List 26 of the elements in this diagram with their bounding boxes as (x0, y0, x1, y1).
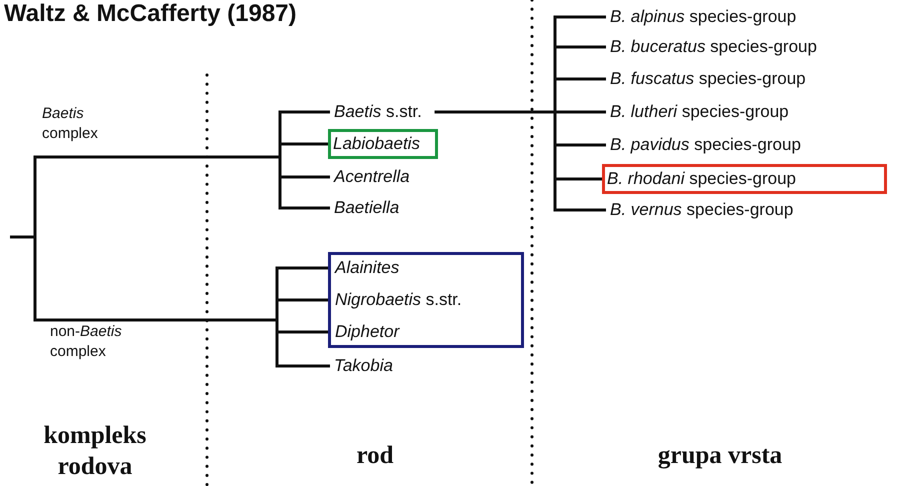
branch-label: Baetis complex (40, 102, 120, 157)
column-heading: grupa vrsta (656, 441, 784, 471)
tree-branch (434, 110, 606, 212)
tree-branch (48, 318, 330, 368)
highlighted-taxon-label: Labiobaetis (328, 129, 438, 159)
taxon-label: Acentrella (330, 166, 410, 188)
taxon-label: B. lutheri species-group (606, 101, 789, 123)
taxon-label: B. alpinus species-group (606, 6, 796, 28)
title: Waltz & McCafferty (1987) (4, 0, 297, 28)
taxon-label: Baetiella (330, 197, 400, 219)
branch-label: non-Baetis complex (48, 320, 138, 376)
taxon-label: Nigrobaetis s.str. (331, 289, 462, 311)
taxon-label: B. fuscatus species-group (606, 68, 806, 90)
taxon-label: Diphetor (331, 321, 400, 343)
taxon-label: Takobia (330, 355, 393, 377)
taxon-label: B. buceratus species-group (606, 36, 817, 58)
column-heading: kompleks rodova (42, 421, 148, 482)
taxon-label: Baetis s.str. (330, 101, 435, 123)
tree-branch (40, 156, 330, 210)
highlight-frame (328, 252, 524, 348)
tree-branch (10, 236, 48, 322)
column-heading: rod (355, 441, 395, 471)
taxon-label: B. pavidus species-group (606, 134, 801, 156)
taxon-label: Alainites (331, 257, 400, 279)
taxon-label: B. vernus species-group (606, 199, 794, 221)
highlighted-taxon-label: B. rhodani species-group (602, 164, 887, 194)
